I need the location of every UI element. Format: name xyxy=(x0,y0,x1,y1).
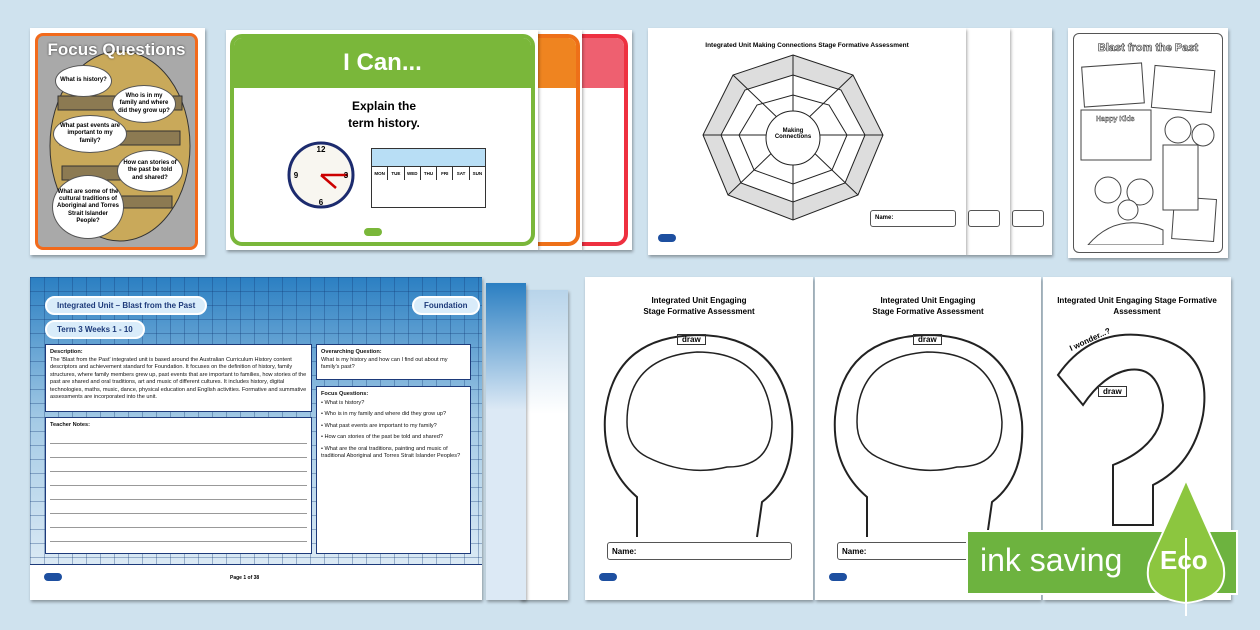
question-cloud: What are some of the cultural traditions… xyxy=(53,176,123,238)
page-number: Page 1 of 38 xyxy=(230,575,260,581)
brain-sheet-title: Integrated Unit Engaging Stage Formative… xyxy=(1057,296,1217,317)
svg-text:9: 9 xyxy=(294,171,299,180)
calendar-day: SAT xyxy=(453,167,470,180)
level-badge: Foundation xyxy=(412,296,480,315)
web-sheet-back xyxy=(966,28,1010,255)
description-box: Description: The 'Blast from the Past' i… xyxy=(45,344,312,412)
focus-question: What past events are important to my fam… xyxy=(324,422,437,429)
head-outline xyxy=(833,333,1024,538)
family-illustration xyxy=(1080,62,1218,245)
planning-page-back xyxy=(520,290,568,600)
draw-tag: draw xyxy=(677,334,706,345)
ink-saving-label: ink saving xyxy=(980,542,1123,578)
calendar-day: WED xyxy=(405,167,421,180)
poster-frame: Focus Questions What is history? Who is … xyxy=(35,33,198,250)
poster-title: Focus Questions xyxy=(47,40,186,59)
question-cloud: What is history? xyxy=(56,66,111,96)
calendar-day: THU xyxy=(421,167,438,180)
teacher-notes-label: Teacher Notes: xyxy=(50,422,90,428)
overarching-text: What is my history and how can I find ou… xyxy=(321,356,448,371)
twinkl-logo xyxy=(44,573,62,581)
focus-question: How can stories of the past be told and … xyxy=(324,434,443,441)
clock-icon: 12 3 6 9 xyxy=(287,141,355,209)
calendar-day: MON xyxy=(372,167,389,180)
planning-document: Integrated Unit – Blast from the Past Fo… xyxy=(30,277,482,600)
calendar-day: FRI xyxy=(437,167,454,180)
planning-page-back xyxy=(486,283,526,600)
web-sheet-title: Integrated Unit Making Connections Stage… xyxy=(705,42,909,49)
eco-label: Eco xyxy=(1160,545,1208,575)
question-cloud: Who is in my family and where did they g… xyxy=(113,86,175,122)
focus-label: Focus Questions: xyxy=(321,391,369,397)
calendar-icon: MON TUE WED THU FRI SAT SUN xyxy=(371,148,486,208)
i-can-statement: Explain the term history. xyxy=(348,99,420,130)
brain-sheet-title: Integrated Unit Engaging Stage Formative… xyxy=(643,296,755,317)
web-sheet: Integrated Unit Making Connections Stage… xyxy=(648,28,966,255)
draw-tag: draw xyxy=(1098,386,1127,397)
twinkl-logo xyxy=(658,234,676,242)
svg-text:3: 3 xyxy=(344,171,349,180)
banner-text: Happy Kids xyxy=(1096,116,1135,123)
calendar-day: SUN xyxy=(472,171,483,176)
question-cloud: How can stories of the past be told and … xyxy=(118,151,182,191)
coloring-page: Blast from the Past Happy Kids xyxy=(1068,28,1228,258)
teacher-notes-box: Teacher Notes: xyxy=(45,417,312,554)
web-center-label: Making Connections xyxy=(774,128,812,140)
twinkl-logo xyxy=(829,573,847,581)
brain-sheet-title: Integrated Unit Engaging Stage Formative… xyxy=(872,296,984,317)
svg-text:6: 6 xyxy=(319,198,324,207)
web-sheet-back xyxy=(1010,28,1052,255)
eco-leaf-drop-icon xyxy=(1146,478,1226,616)
draw-tag: draw xyxy=(913,334,942,345)
i-can-card: I Can... Explain the term history. 12 3 6 9… xyxy=(226,30,538,250)
overarching-label: Overarching Question: xyxy=(321,349,382,355)
twinkl-logo xyxy=(364,228,382,236)
twinkl-logo xyxy=(599,573,617,581)
name-field[interactable]: Name: xyxy=(870,210,956,227)
focus-questions-poster: Focus Questions What is history? Who is … xyxy=(30,28,205,255)
svg-text:12: 12 xyxy=(317,145,326,154)
term-label: Term 3 Weeks 1 - 10 xyxy=(45,320,145,339)
coloring-title: Blast from the Past xyxy=(1097,42,1199,55)
question-cloud: What past events are important to my fam… xyxy=(54,116,126,152)
spider-web-diagram xyxy=(702,54,884,221)
calendar-day: TUE xyxy=(388,167,405,180)
i-can-card-back xyxy=(498,30,582,250)
i-can-card-back xyxy=(542,30,632,250)
name-field[interactable]: Name: xyxy=(607,542,792,560)
description-text: The 'Blast from the Past' integrated uni… xyxy=(50,356,307,401)
unit-title: Integrated Unit – Blast from the Past xyxy=(45,296,208,315)
focus-question: What are the oral traditions, painting a… xyxy=(321,445,461,460)
overarching-question-box: Overarching Question: What is my history… xyxy=(316,344,471,380)
brain-sheet: Integrated Unit Engaging Stage Formative… xyxy=(585,277,813,600)
focus-questions-box: Focus Questions: • What is history? • Wh… xyxy=(316,386,471,554)
focus-question: Who is in my family and where did they g… xyxy=(324,411,447,418)
description-label: Description: xyxy=(50,349,83,355)
i-can-title: I Can... xyxy=(234,38,531,88)
focus-question: What is history? xyxy=(324,399,365,406)
head-outline xyxy=(603,333,794,538)
